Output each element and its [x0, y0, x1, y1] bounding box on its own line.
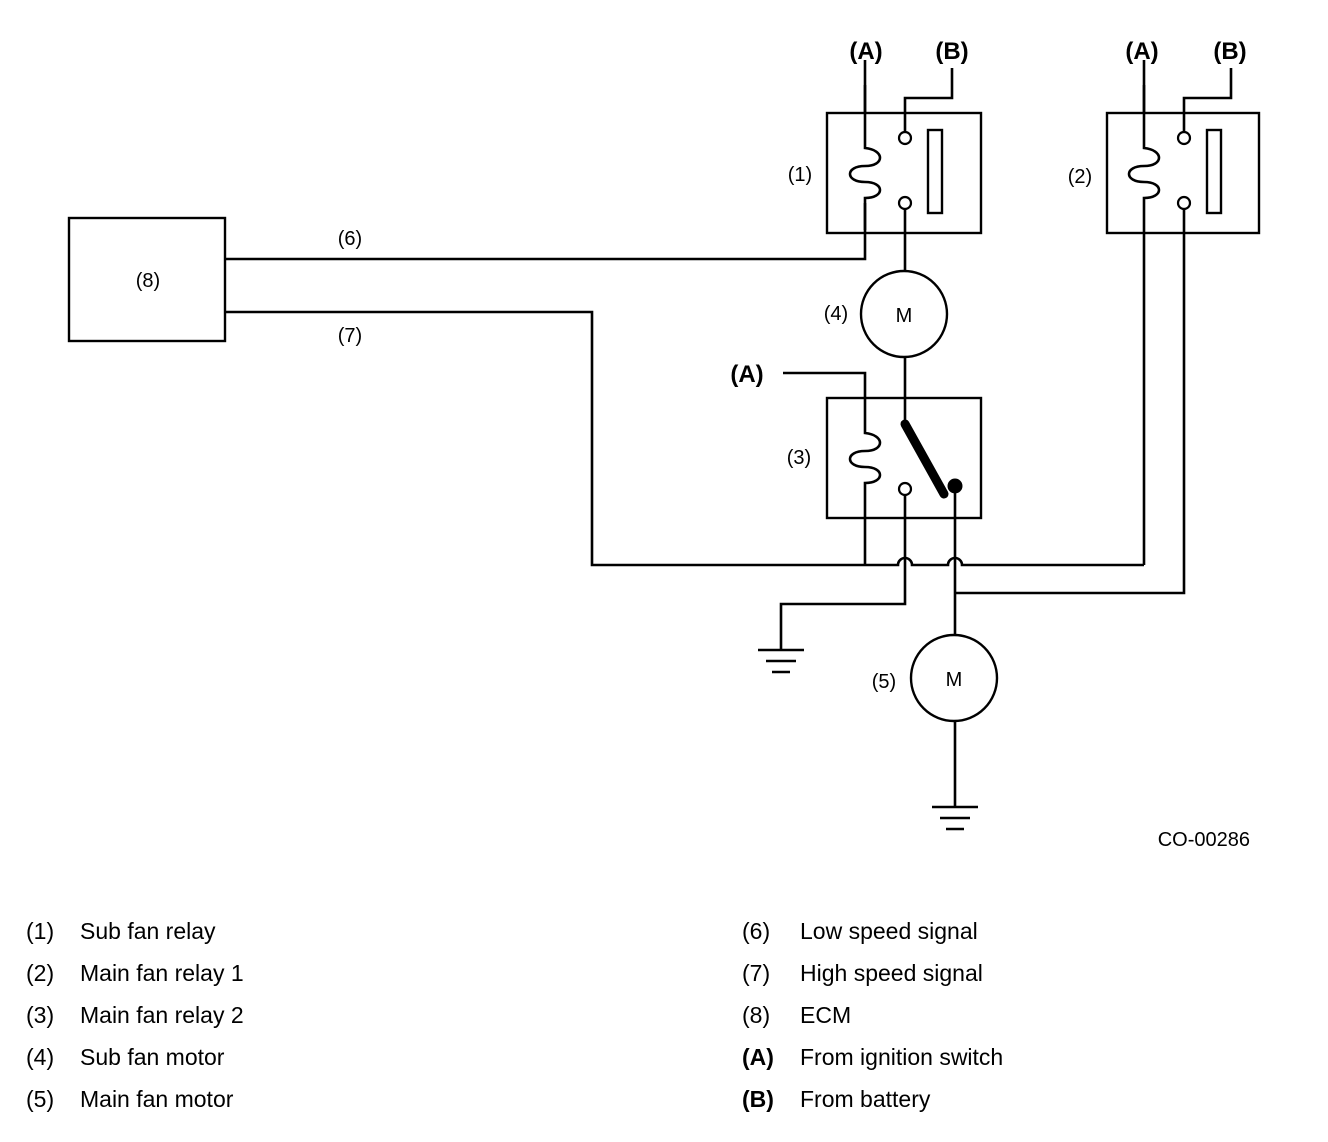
sub-fan-motor-symbol: M [896, 305, 913, 327]
main-fan-relay-2 [783, 371, 983, 565]
relay2-to-main-motor-wire [955, 209, 1186, 595]
relay1-terminal-b: (B) [935, 38, 968, 65]
legend-code: (6) [742, 918, 771, 944]
main-fan-relay-1-label: (2) [1068, 166, 1092, 188]
low-speed-signal-wire [225, 203, 867, 261]
relay2-terminal-b: (B) [1213, 38, 1246, 65]
legend-item: (5) Main fan motor [26, 1078, 244, 1120]
legend-text: Main fan relay 1 [80, 960, 244, 986]
relay-contact-icon [926, 128, 944, 215]
legend-text: Sub fan motor [80, 1044, 225, 1070]
legend-code: (B) [742, 1086, 774, 1112]
legend-code: (3) [26, 1002, 55, 1028]
legend-item: (8) ECM [742, 994, 1003, 1036]
legend-item: (3) Main fan relay 2 [26, 994, 244, 1036]
ecm-box [67, 216, 227, 343]
legend-text: Main fan motor [80, 1086, 234, 1112]
low-speed-signal-label: (6) [338, 228, 362, 250]
legend-text: Low speed signal [800, 918, 978, 944]
legend-code: (7) [742, 960, 771, 986]
high-speed-signal-wire [225, 310, 865, 567]
legend-item: (A) From ignition switch [742, 1036, 1003, 1078]
figure-code: CO-00286 [1158, 829, 1250, 851]
relay1-b-wire [903, 68, 954, 132]
legend-code: (1) [26, 918, 55, 944]
ecm-label: (8) [136, 270, 160, 292]
legend-item: (6) Low speed signal [742, 910, 1003, 952]
legend-code: (2) [26, 960, 55, 986]
legend-item: (7) High speed signal [742, 952, 1003, 994]
legend-text: From battery [800, 1086, 931, 1112]
legend-text: High speed signal [800, 960, 983, 986]
common-bus-wire [865, 556, 1144, 567]
legend-text: ECM [800, 1002, 852, 1028]
sub-fan-relay-label: (1) [788, 164, 812, 186]
sub-fan-motor-label: (4) [824, 303, 848, 325]
relay-switch-arm-icon [900, 419, 949, 499]
legend-item: (1) Sub fan relay [26, 910, 244, 952]
legend-text: From ignition switch [800, 1044, 1004, 1070]
legend-code: (5) [26, 1086, 55, 1112]
relay3-terminal-a: (A) [730, 361, 763, 388]
high-speed-signal-label: (7) [338, 325, 362, 347]
relay2-b-wire [1182, 68, 1233, 132]
legend-item: (B) From battery [742, 1078, 1003, 1120]
relay1-terminal-a: (A) [849, 38, 882, 65]
legend-item: (2) Main fan relay 1 [26, 952, 244, 994]
wiring-diagram: (8) (6) (7) (1) (A) (B) (2) (A) (B) M (4… [67, 38, 1261, 851]
legend-item: (4) Sub fan motor [26, 1036, 244, 1078]
relay-coil-icon [1127, 85, 1161, 565]
relay3-ground-wire [779, 495, 907, 650]
legend-right: (6) Low speed signal (7) High speed signal… [742, 910, 1003, 1120]
ground-icon [932, 805, 978, 831]
relay-coil-icon [848, 85, 882, 230]
legend-code: (8) [742, 1002, 771, 1028]
main-fan-motor-label: (5) [872, 671, 896, 693]
legend-left: (1) Sub fan relay (2) Main fan relay 1 (3)… [26, 910, 244, 1120]
relay-contact-icon [1205, 128, 1223, 215]
relay-coil-icon [783, 371, 882, 565]
legend-code: (4) [26, 1044, 55, 1070]
legend-text: Sub fan relay [80, 918, 216, 944]
legend-text: Main fan relay 2 [80, 1002, 244, 1028]
relay2-terminal-a: (A) [1125, 38, 1158, 65]
legend-code: (A) [742, 1044, 774, 1070]
main-fan-motor-symbol: M [946, 669, 963, 691]
main-fan-relay-2-label: (3) [787, 447, 811, 469]
ground-icon [758, 648, 804, 674]
